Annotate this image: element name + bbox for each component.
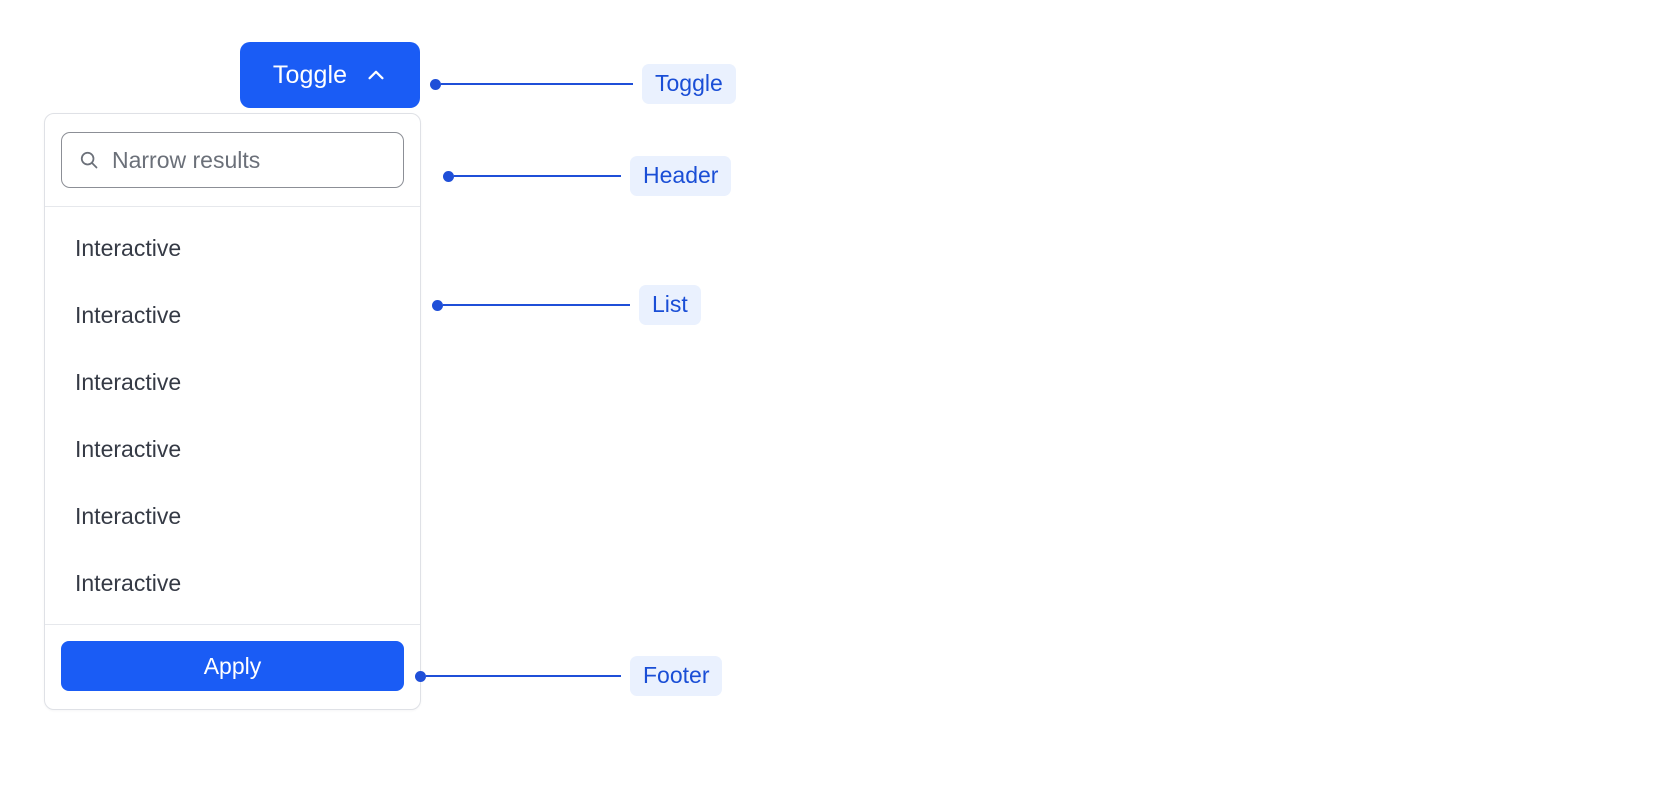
apply-button[interactable]: Apply — [61, 641, 404, 691]
annotation-label: Toggle — [642, 64, 736, 105]
list-item[interactable]: Interactive — [45, 349, 420, 416]
annotation-footer: Footer — [415, 656, 723, 697]
annotation-toggle: Toggle — [430, 64, 736, 105]
list-item-label: Interactive — [75, 570, 182, 596]
chevron-up-icon — [365, 64, 387, 86]
apply-button-label: Apply — [203, 652, 262, 679]
panel-list: Interactive Interactive Interactive Inte… — [45, 207, 420, 624]
list-item-label: Interactive — [75, 503, 182, 529]
list-item[interactable]: Interactive — [45, 483, 420, 550]
panel-footer: Apply — [45, 624, 420, 709]
annotation-list: List — [432, 285, 701, 326]
list-item[interactable]: Interactive — [45, 215, 420, 282]
annotation-line — [426, 675, 621, 678]
toggle-button-label: Toggle — [272, 60, 348, 89]
list-item-label: Interactive — [75, 436, 182, 462]
annotation-label: List — [639, 285, 701, 326]
panel-header — [45, 114, 420, 207]
annotation-dot — [443, 170, 454, 182]
list-item-label: Interactive — [75, 369, 182, 395]
list-item-label: Interactive — [75, 235, 182, 261]
annotation-label: Header — [630, 156, 732, 197]
toggle-button[interactable]: Toggle — [240, 42, 420, 108]
list-item[interactable]: Interactive — [45, 550, 420, 617]
search-field[interactable] — [61, 132, 404, 188]
annotation-dot — [430, 78, 441, 90]
annotation-header: Header — [443, 156, 732, 197]
annotation-line — [443, 304, 630, 307]
annotation-line — [441, 83, 633, 86]
annotation-line — [454, 175, 621, 178]
annotation-label: Footer — [630, 656, 723, 697]
search-input[interactable] — [100, 146, 403, 174]
annotation-dot — [432, 299, 443, 311]
search-icon — [62, 149, 100, 171]
dropdown-panel: Interactive Interactive Interactive Inte… — [44, 113, 421, 710]
list-item[interactable]: Interactive — [45, 282, 420, 349]
list-item-label: Interactive — [75, 302, 182, 328]
list-item[interactable]: Interactive — [45, 416, 420, 483]
